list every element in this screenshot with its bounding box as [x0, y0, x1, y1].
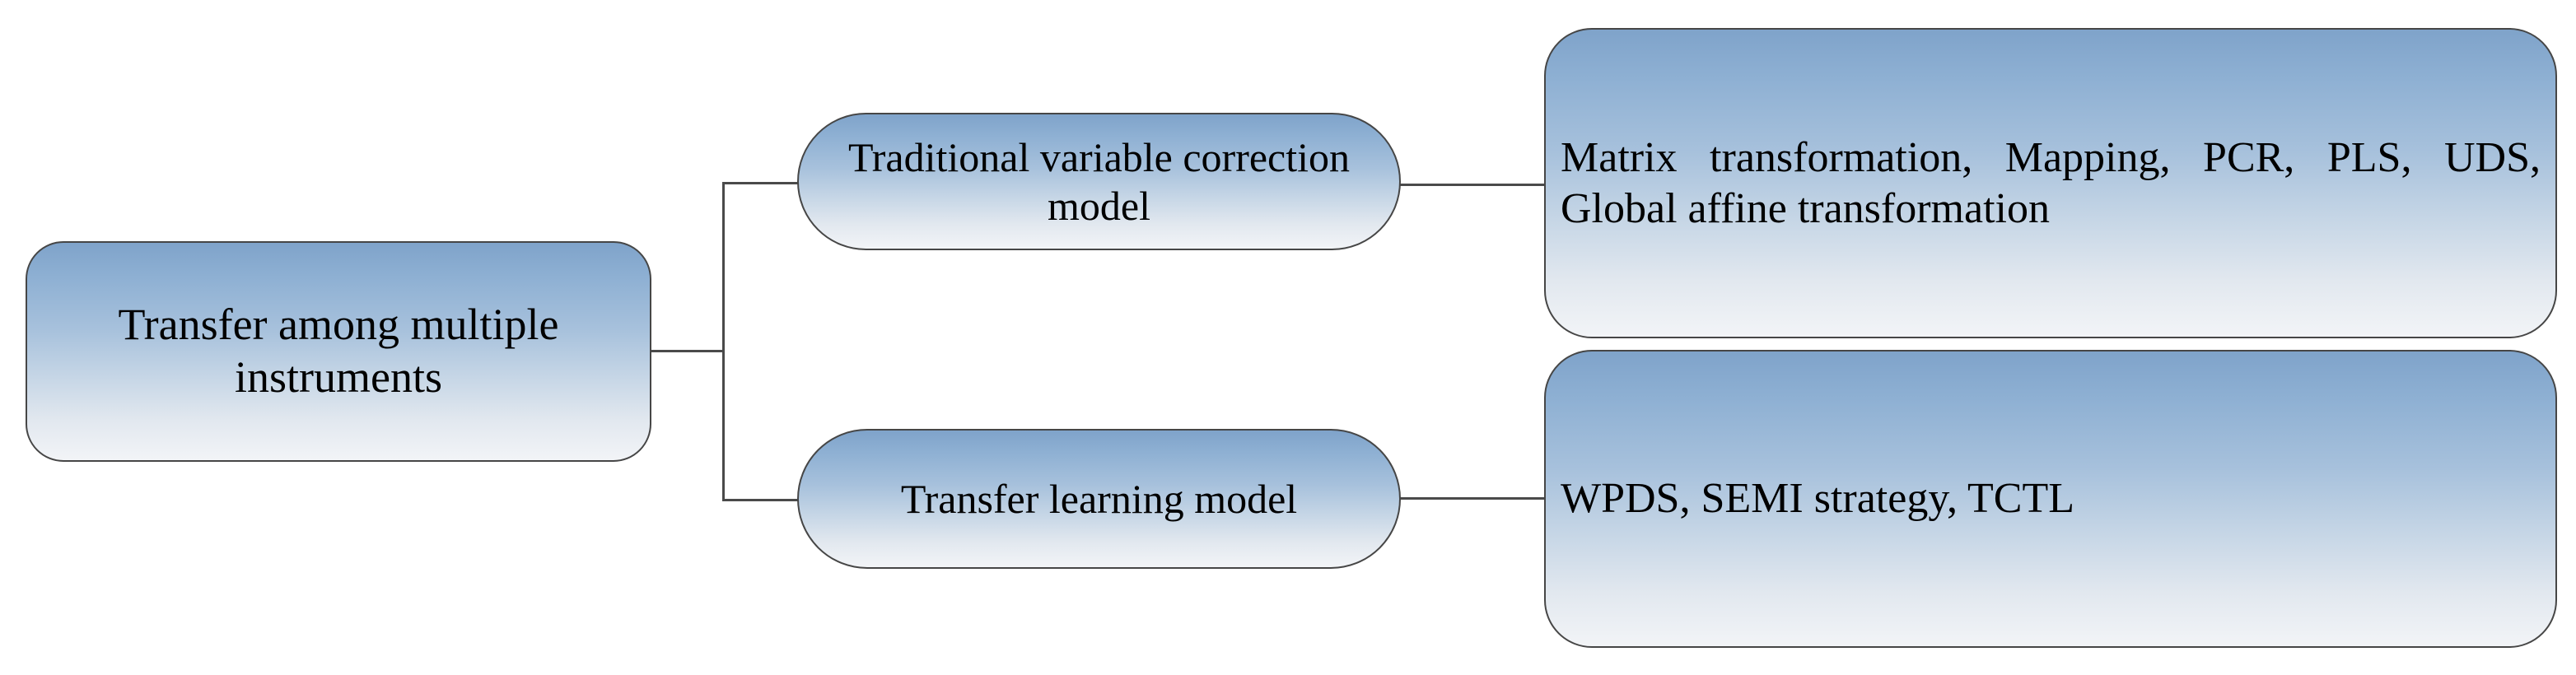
connector-root-to-spine	[650, 350, 725, 352]
connector-category-2-to-detail-2	[1398, 497, 1547, 500]
node-detail-2-label: WPDS, SEMI strategy, TCTL	[1561, 475, 2074, 523]
connector-vertical-spine	[722, 182, 725, 501]
node-root-transfer-among-multiple-instruments[interactable]: Transfer among multiple instruments	[26, 241, 651, 462]
connector-spine-to-category-2	[722, 499, 800, 501]
node-detail-1-label: Matrix transformation, Mapping, PCR, PLS…	[1561, 134, 2541, 232]
node-category-traditional-variable-correction-model[interactable]: Traditional variable correction model	[797, 113, 1401, 250]
node-category-1-label: Traditional variable correction model	[847, 133, 1351, 229]
node-category-2-label: Transfer learning model	[900, 475, 1298, 522]
connector-category-1-to-detail-1	[1398, 184, 1547, 186]
node-root-label: Transfer among multiple instruments	[118, 300, 559, 402]
node-detail-traditional-methods[interactable]: Matrix transformation, Mapping, PCR, PLS…	[1544, 28, 2557, 338]
node-detail-transfer-learning-methods[interactable]: WPDS, SEMI strategy, TCTL	[1544, 350, 2557, 648]
node-category-transfer-learning-model[interactable]: Transfer learning model	[797, 429, 1401, 569]
connector-spine-to-category-1	[722, 182, 800, 184]
